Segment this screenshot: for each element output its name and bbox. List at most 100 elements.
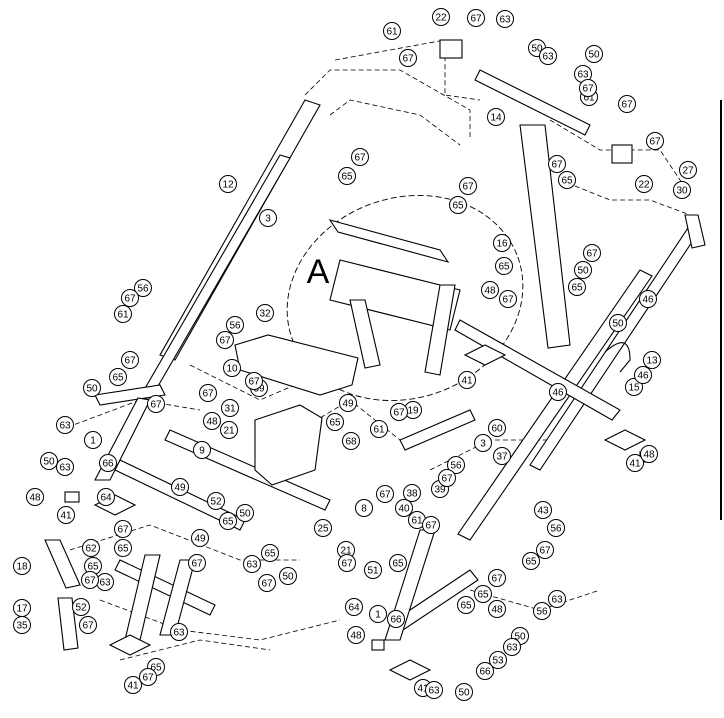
callout-circle	[422, 516, 440, 534]
callout-circle	[40, 452, 58, 470]
callout-31: 31	[221, 399, 239, 417]
callout-circle	[57, 506, 75, 524]
callout-63: 63	[503, 638, 521, 656]
callout-number: 67	[82, 621, 94, 632]
callout-circle	[243, 555, 261, 573]
callout-circle	[533, 602, 551, 620]
callout-63: 63	[539, 47, 557, 65]
callout-number: 22	[638, 180, 650, 191]
callout-number: 30	[676, 186, 688, 197]
callout-65: 65	[457, 596, 475, 614]
callout-65: 65	[449, 196, 467, 214]
callout-circle	[256, 304, 274, 322]
callout-number: 67	[191, 559, 203, 570]
callout-circle	[438, 469, 456, 487]
callout-circle	[114, 520, 132, 538]
callout-63: 63	[170, 623, 188, 641]
callout-circle	[82, 539, 100, 557]
callout-3: 3	[259, 209, 277, 227]
callout-67: 67	[351, 148, 369, 166]
callout-number: 50	[239, 509, 251, 520]
callout-38: 38	[403, 484, 421, 502]
callout-25: 25	[314, 519, 332, 537]
callout-number: 65	[460, 601, 472, 612]
callout-number: 21	[223, 426, 235, 437]
callout-circle	[26, 488, 44, 506]
callout-number: 67	[379, 490, 391, 501]
callout-49: 49	[339, 394, 357, 412]
detail-label: A	[307, 253, 330, 291]
callout-circle	[574, 261, 592, 279]
callout-67: 67	[121, 351, 139, 369]
callout-circle	[139, 668, 157, 686]
callout-circle	[339, 394, 357, 412]
callout-48: 48	[488, 600, 506, 618]
callout-circle	[383, 22, 401, 40]
callout-number: 63	[173, 628, 185, 639]
callout-number: 16	[496, 239, 508, 250]
side-bracket-22	[611, 144, 633, 164]
callout-number: 63	[428, 686, 440, 697]
callout-circle	[223, 359, 241, 377]
callout-number: 67	[491, 574, 503, 585]
callout-63: 63	[56, 416, 74, 434]
callout-46: 46	[634, 366, 652, 384]
callout-41: 41	[458, 371, 476, 389]
callout-67: 67	[147, 395, 165, 413]
callout-number: 65	[341, 172, 353, 183]
callout-number: 1	[375, 610, 381, 621]
callout-number: 67	[582, 84, 594, 95]
callout-67: 67	[583, 244, 601, 262]
callout-number: 61	[583, 93, 595, 104]
callout-65: 65	[474, 585, 492, 603]
callout-number: 46	[552, 388, 564, 399]
callout-circle	[56, 458, 74, 476]
callout-number: 67	[124, 294, 136, 305]
callout-67: 67	[114, 520, 132, 538]
callout-67: 67	[188, 554, 206, 572]
callout-circle	[643, 351, 661, 369]
callout-number: 63	[59, 421, 71, 432]
callout-41: 41	[57, 506, 75, 524]
callout-number: 67	[441, 474, 453, 485]
callout-number: 56	[550, 524, 562, 535]
callout-circle	[489, 651, 507, 669]
handle-13	[604, 342, 631, 373]
callout-65: 65	[338, 167, 356, 185]
rear-cross-beam	[454, 319, 621, 421]
callout-66: 66	[99, 454, 117, 472]
callout-circle	[199, 384, 217, 402]
callout-number: 63	[551, 595, 563, 606]
top-beam	[474, 69, 591, 136]
callout-21: 21	[220, 421, 238, 439]
callout-number: 63	[59, 463, 71, 474]
callout-17: 17	[13, 599, 31, 617]
callout-circle	[345, 598, 363, 616]
callout-circle	[245, 372, 263, 390]
callout-51: 51	[364, 561, 382, 579]
adjust-bar-18	[44, 539, 81, 589]
callout-number: 61	[117, 310, 129, 321]
callout-circle	[259, 209, 277, 227]
callout-50: 50	[236, 504, 254, 522]
callout-60: 60	[488, 419, 506, 437]
callout-12: 12	[219, 175, 237, 193]
callout-number: 65	[452, 201, 464, 212]
callout-30: 30	[673, 181, 691, 199]
callout-number: 63	[499, 15, 511, 26]
callout-27: 27	[679, 161, 697, 179]
callout-number: 67	[551, 160, 563, 171]
callout-circle	[279, 567, 297, 585]
callout-56: 56	[134, 279, 152, 297]
callout-50: 50	[83, 379, 101, 397]
callout-circle	[364, 561, 382, 579]
callout-number: 63	[99, 578, 111, 589]
callout-circle	[493, 447, 511, 465]
callout-circle	[261, 544, 279, 562]
callout-67: 67	[499, 290, 517, 308]
callout-circle	[539, 47, 557, 65]
callout-63: 63	[548, 590, 566, 608]
callout-circle	[449, 196, 467, 214]
callout-number: 48	[350, 631, 362, 642]
callout-number: 43	[537, 506, 549, 517]
